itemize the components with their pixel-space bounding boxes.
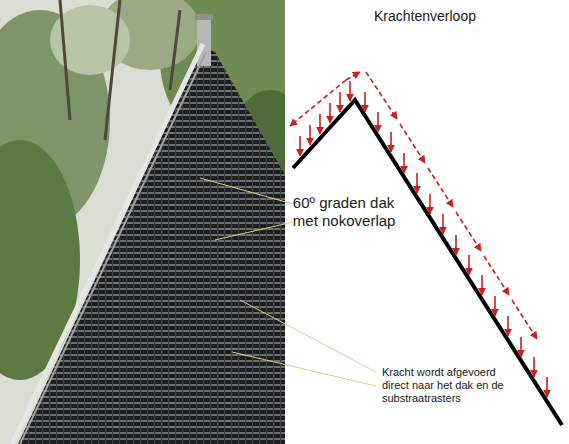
force-note: Kracht wordt afgevoerd direct naar het d… [382,366,512,406]
force-flow-arrows [290,72,537,339]
roof-photo [0,0,285,444]
roof-section-line [293,100,562,425]
force-arrows [300,81,547,397]
roof-label: 60º graden dak met nokoverlap [293,194,409,230]
diagram-title: Krachtenverloop [374,8,476,25]
